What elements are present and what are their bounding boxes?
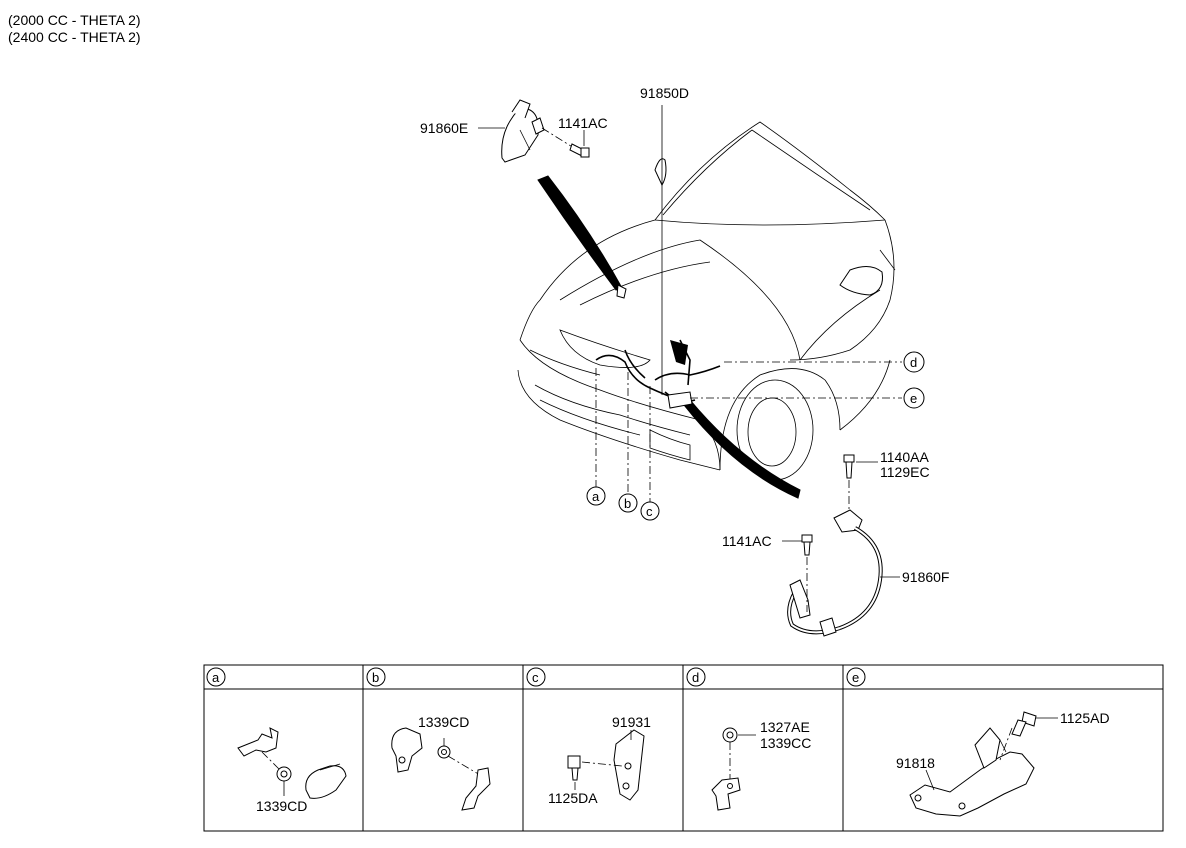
svg-text:c: c [646,504,653,519]
svg-text:e: e [852,670,859,685]
svg-text:d: d [692,670,699,685]
part-91860E-cable [501,99,545,163]
hood-connector-icon [616,284,627,299]
bolt-1141AC-mid-icon [801,534,813,556]
engine-spec-line-2: (2400 CC - THETA 2) [8,29,141,45]
label-1141AC-top: 1141AC [558,115,608,131]
panel-d-label-1327AE: 1327AE [760,719,810,735]
svg-text:c: c [532,670,539,685]
svg-text:e: e [910,391,917,406]
svg-text:b: b [372,670,379,685]
engine-spec-line-1: (2000 CC - THETA 2) [8,12,141,28]
bolt-1140AA-icon [843,454,855,479]
relay-box-icon [670,340,688,365]
panel-a-header: a [206,667,226,687]
label-1129EC: 1129EC [880,464,930,480]
panel-a-drawing [237,727,347,799]
svg-text:a: a [592,489,600,504]
panel-e-label-91818: 91818 [896,755,935,771]
svg-text:a: a [212,670,220,685]
panel-d-drawing [711,727,756,811]
label-91860E: 91860E [420,120,468,136]
panel-c-label-1125DA: 1125DA [548,790,598,806]
panel-b-header: b [366,667,386,687]
svg-text:b: b [624,496,631,511]
panel-e-label-1125AD: 1125AD [1060,710,1110,726]
car-body-outline [517,121,896,481]
harness-route-lower [683,399,801,499]
panel-c-header: c [526,667,546,687]
main-harness [595,339,721,403]
harness-route-upper [537,175,623,291]
callout-b: b [618,493,638,513]
bolt-1141AC-top-icon [569,143,590,158]
panel-c-label-91931: 91931 [612,714,651,730]
panel-d-label-1339CC: 1339CC [760,735,811,751]
bolt-axis-top [541,127,575,149]
label-91860F: 91860F [902,569,949,585]
detail-table [203,664,1164,832]
callout-c: c [640,501,660,521]
callout-a: a [586,486,606,506]
callout-d: d [903,351,925,373]
panel-b-label-1339CD: 1339CD [418,714,469,730]
label-1140AA: 1140AA [880,449,929,465]
label-1141AC-mid: 1141AC [722,533,772,549]
panel-e-header: e [846,667,866,687]
panel-e-drawing [909,711,1058,817]
label-91850D: 91850D [640,85,689,101]
panel-d-header: d [686,667,706,687]
callout-e: e [903,387,925,409]
panel-a-label-1339CD: 1339CD [256,798,307,814]
part-91860F-cable [787,509,883,637]
connector-block-icon [667,391,693,409]
panel-c-drawing [567,729,645,801]
svg-text:d: d [910,355,917,370]
panel-b-drawing [391,727,491,811]
